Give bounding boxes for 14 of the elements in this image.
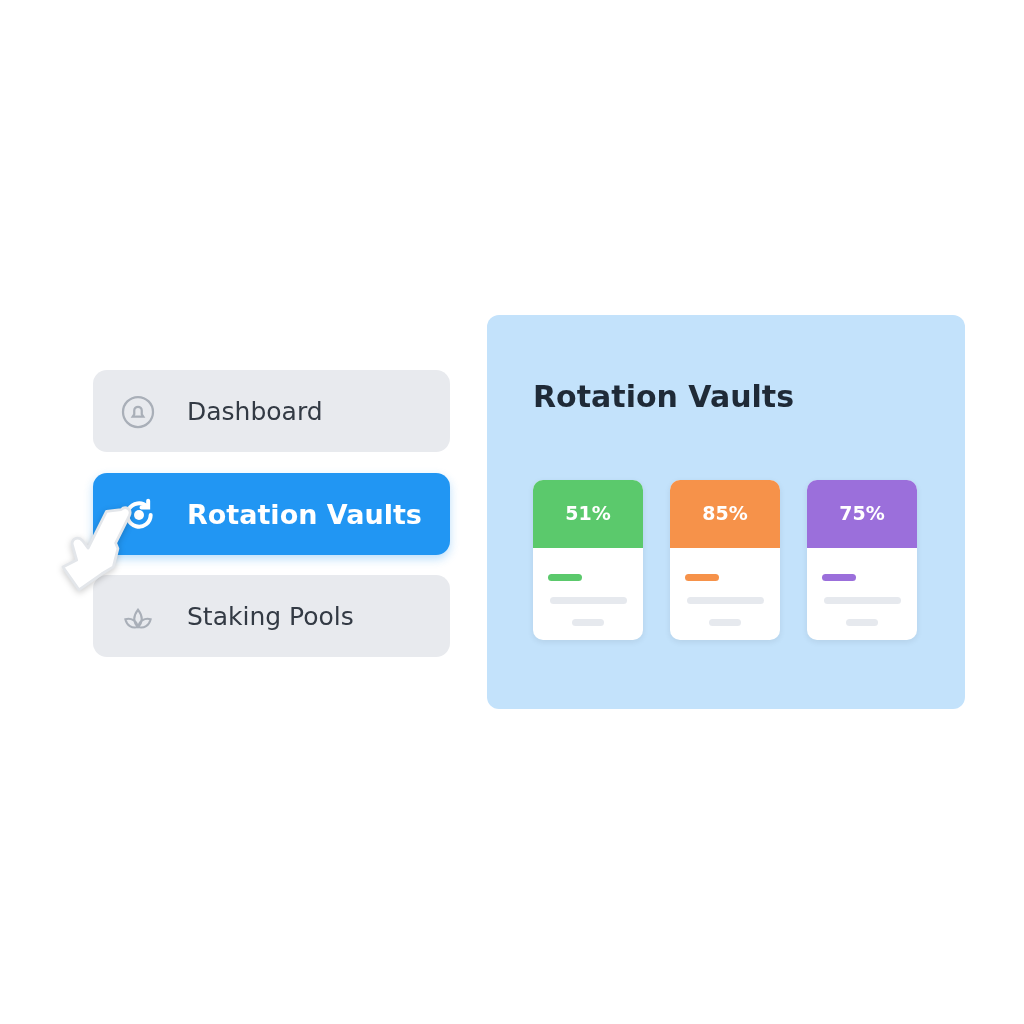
menu-item — [93, 370, 450, 452]
menu-item — [93, 575, 450, 657]
menu-label: Staking Pools — [187, 601, 354, 631]
vault-card — [670, 480, 780, 640]
selected-menu-item — [93, 473, 450, 555]
percentage: 75% — [838, 502, 886, 524]
panel-heading: Rotation Vaults — [533, 379, 794, 414]
vault-card — [533, 480, 643, 640]
content-panel — [487, 315, 965, 709]
vault-card — [807, 480, 917, 640]
percentage: 85% — [701, 502, 749, 524]
menu-label: Dashboard — [187, 396, 323, 426]
percentage: 51% — [564, 502, 612, 524]
menu-label: Rotation Vaults — [187, 498, 422, 530]
